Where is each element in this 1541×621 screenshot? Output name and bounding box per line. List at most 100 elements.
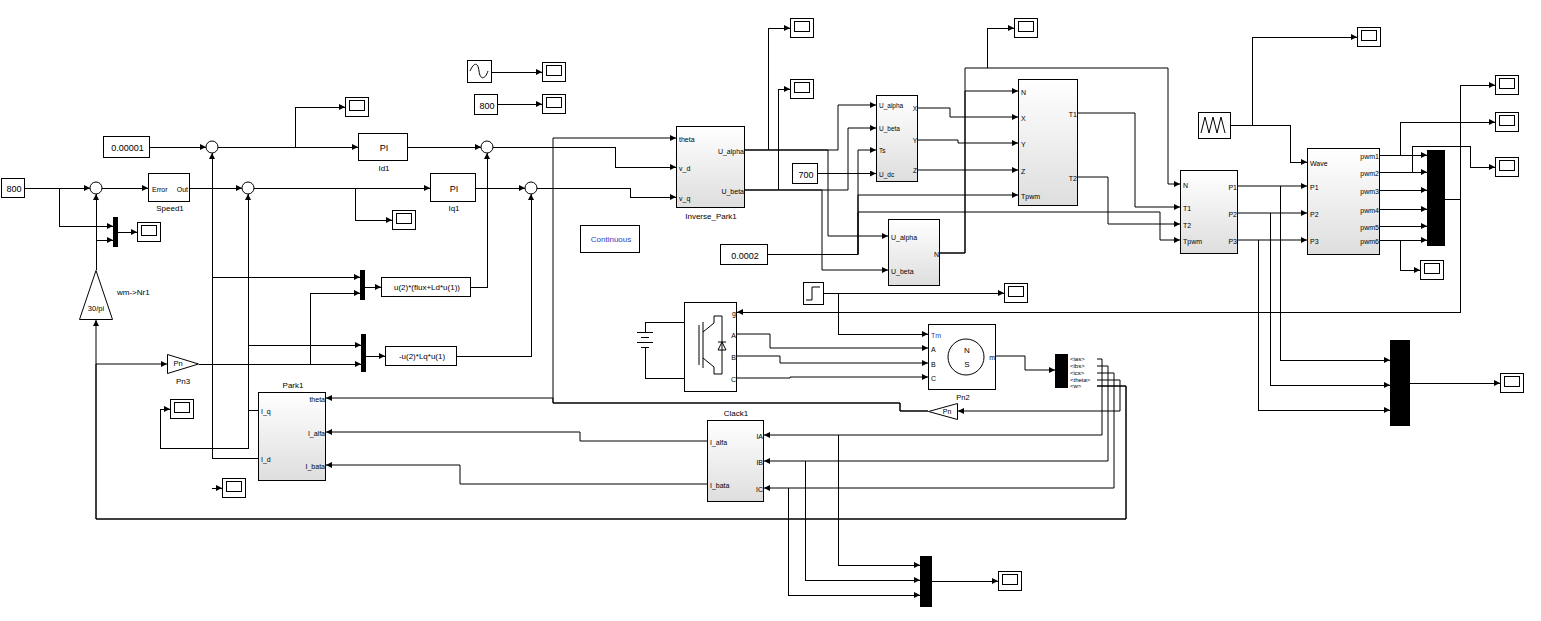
triangle-icon <box>1201 117 1225 133</box>
port-label: pwm5 <box>1360 224 1379 231</box>
scope-block <box>791 19 814 38</box>
signal-wire <box>59 188 113 226</box>
signal-wire <box>838 435 920 565</box>
constant-block: 0.0002 <box>720 244 768 265</box>
signal-wire <box>212 153 258 458</box>
pmsm-block: TmABCNSmPn2 <box>928 324 996 390</box>
port-label: N <box>1183 182 1188 189</box>
port-label: P2 <box>1310 211 1319 218</box>
signal-wire <box>778 89 790 190</box>
gain-outline <box>167 354 199 374</box>
port-label: <ias> <box>1070 356 1085 362</box>
block-label: Inverse_Park1 <box>685 213 737 221</box>
signal-line <box>940 91 1018 253</box>
signal-wire <box>805 461 920 580</box>
signal-line <box>958 380 1120 411</box>
port-label: Y <box>1021 141 1026 148</box>
signal-wire <box>118 232 137 233</box>
port-label: <ics> <box>1070 370 1084 376</box>
block-label: PI <box>450 185 459 194</box>
signal-line <box>1238 186 1307 187</box>
signal-line <box>326 465 707 484</box>
signal-line <box>764 366 1108 461</box>
signal-wire <box>1400 122 1495 155</box>
signal-wire <box>310 293 360 364</box>
signal-wire <box>254 188 430 189</box>
signal-wire <box>150 147 206 148</box>
block-label: 30/pi <box>88 305 104 313</box>
scope-block <box>1015 19 1038 38</box>
signal-wire <box>1412 146 1495 172</box>
signal-line <box>326 398 928 411</box>
constant-block: 700 <box>792 163 818 184</box>
gain-block: Pn <box>928 403 958 420</box>
step-source <box>804 283 824 305</box>
block-label: PI <box>380 144 389 153</box>
signal-wire <box>190 188 242 189</box>
subsystem-block: U_alphaXU_betaYTsZU_dc <box>876 95 918 182</box>
bus-selector-bar <box>1055 354 1068 388</box>
block-label: Pn <box>943 408 952 415</box>
port-label: <ibs> <box>1070 363 1085 369</box>
pi-block: PIIq1 <box>430 173 476 202</box>
block-label: Id1 <box>378 165 389 173</box>
signal-wire <box>932 581 998 582</box>
motor-icon <box>948 339 984 375</box>
port-label: U_beta <box>879 126 900 133</box>
sum-block <box>481 141 493 153</box>
port-label: IB <box>756 459 763 466</box>
block-label: Continuous <box>591 236 631 244</box>
subsystem-block: NP1T1P2T2TpwmP3 <box>1180 170 1238 254</box>
scope-block <box>1358 28 1381 47</box>
port-label: Error <box>152 186 168 193</box>
sum-block <box>206 141 218 153</box>
scope-block <box>791 80 814 99</box>
constant-block: 800 <box>474 94 498 115</box>
signal-line <box>768 212 1180 255</box>
pi-block: PIId1 <box>358 133 408 161</box>
signal-wire <box>212 488 222 489</box>
port-label: T2 <box>1183 222 1191 229</box>
block-label: 800 <box>479 101 494 110</box>
port-label: v_d <box>679 165 690 172</box>
block-label: 700 <box>798 170 813 179</box>
port-label: I_bata <box>710 482 729 489</box>
signal-line <box>326 432 707 441</box>
signal-wire <box>355 188 392 220</box>
signal-wire <box>1258 240 1390 410</box>
igbt-icon <box>699 316 726 374</box>
scope-block <box>223 479 246 498</box>
scope-block <box>171 400 194 419</box>
signal-line <box>764 359 1102 435</box>
scope-block <box>346 98 369 117</box>
bus-selector: <ias><ibs><ics><theta><w> <box>1055 354 1097 388</box>
signal-wire <box>1230 125 1307 162</box>
block-label: Speed1 <box>156 205 184 213</box>
signal-wire <box>987 28 1014 68</box>
signal-line <box>768 150 876 255</box>
block-label: 0.00001 <box>111 144 144 153</box>
signal-wire <box>408 147 481 148</box>
port-label: P3 <box>1228 238 1237 245</box>
port-label: IA <box>756 433 763 440</box>
port-label: IC <box>756 486 763 493</box>
port-label: v_q <box>679 195 690 202</box>
block-label: Park1 <box>283 382 304 390</box>
signal-wire <box>1380 172 1427 173</box>
signal-line <box>1238 240 1307 241</box>
signal-wire <box>212 277 360 278</box>
port-label: Z <box>913 168 917 175</box>
gain-triangle <box>168 355 199 374</box>
port-label: pwm6 <box>1360 238 1379 245</box>
port-label: pwm4 <box>1360 207 1379 214</box>
port-label: Z <box>1021 168 1025 175</box>
signal-wire <box>96 194 97 270</box>
gain-block: 30/piwm->Nr1 <box>79 270 113 320</box>
port-label: A <box>731 332 736 339</box>
signal-wire <box>497 104 542 105</box>
gain-block: PnPn3 <box>167 354 199 374</box>
block-label: Iq1 <box>448 205 459 213</box>
